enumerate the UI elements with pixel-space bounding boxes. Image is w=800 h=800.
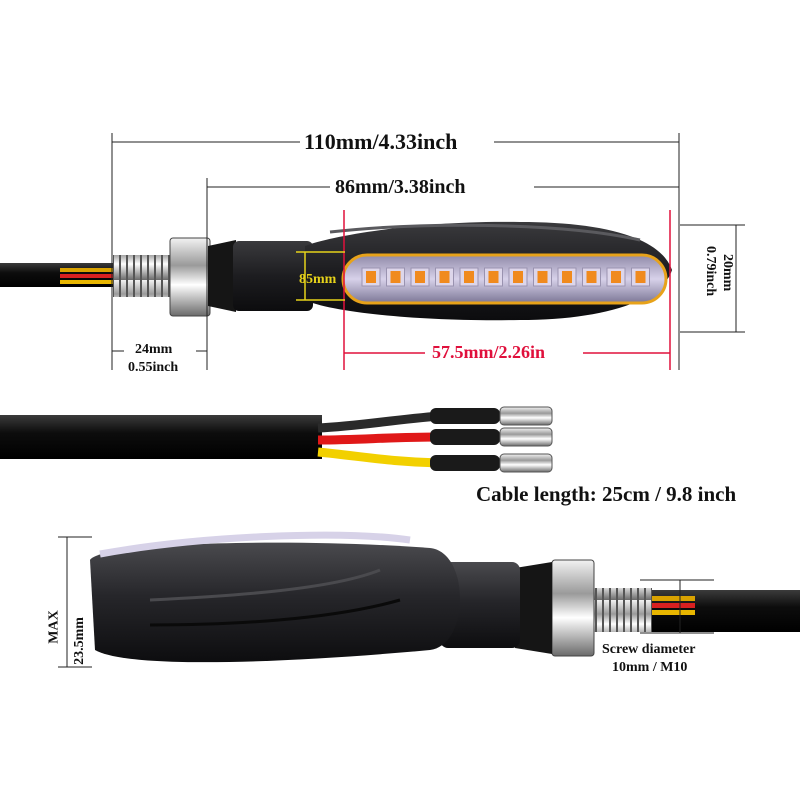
led-emitter xyxy=(366,271,376,283)
bolt-thread xyxy=(113,255,173,297)
side-bolt-thread xyxy=(592,588,652,632)
side-hex-nut xyxy=(551,559,595,657)
led-height-lines xyxy=(296,251,345,301)
led-emitter xyxy=(390,271,401,283)
wire-yellow xyxy=(60,268,125,272)
led-height-label: 85mm xyxy=(299,272,337,287)
thread-length-mm: 24mm xyxy=(135,342,173,357)
led-dimension-lines xyxy=(343,210,671,370)
dimension-lines-side xyxy=(58,536,714,668)
max-height-label: 23.5mm xyxy=(71,617,87,665)
led-strip xyxy=(361,267,650,287)
body-length-label: 86mm/3.38inch xyxy=(335,176,466,198)
harness-sheath xyxy=(0,415,322,459)
base-collar xyxy=(208,240,236,312)
led-emitter xyxy=(488,271,499,283)
max-label: MAX xyxy=(46,610,62,644)
thread-length-in: 0.55inch xyxy=(128,360,179,375)
bullet-connector-sleeve xyxy=(430,429,500,445)
cable-length-label: Cable length: 25cm / 9.8 inch xyxy=(476,482,737,506)
led-emitter xyxy=(537,271,548,283)
led-lens xyxy=(341,253,668,305)
led-emitter xyxy=(464,271,474,283)
led-emitter xyxy=(635,271,646,283)
side-stem xyxy=(440,562,520,648)
housing-ridge xyxy=(329,223,641,242)
width-mm-label: 20mm xyxy=(720,254,735,292)
connector-group xyxy=(430,406,553,473)
led-emitter xyxy=(562,271,572,283)
led-emitter xyxy=(586,271,597,283)
led-emitter xyxy=(439,271,450,283)
screw-diameter-value: 10mm / M10 xyxy=(612,660,688,675)
bullet-connector-tip xyxy=(499,453,553,473)
bullet-connector-sleeve xyxy=(430,408,500,424)
bullet-connector-sleeve xyxy=(430,455,500,471)
width-in-label: 0.79inch xyxy=(703,246,718,297)
turn-signal-top-view xyxy=(0,221,672,321)
turn-signal-side-view xyxy=(90,531,800,663)
side-housing xyxy=(90,542,460,663)
bullet-connector-tip xyxy=(499,427,553,447)
housing-stem xyxy=(233,241,313,311)
total-length-label: 110mm/4.33inch xyxy=(304,129,458,154)
wire-red xyxy=(60,274,125,278)
led-length-label: 57.5mm/2.26in xyxy=(432,342,546,362)
wire-harness xyxy=(0,406,553,473)
hex-nut xyxy=(169,237,211,317)
led-emitter xyxy=(415,271,425,283)
side-lens xyxy=(99,531,411,558)
led-emitter xyxy=(611,271,621,283)
bullet-connector-tip xyxy=(499,406,553,426)
wire-yellow-2 xyxy=(60,280,125,284)
screw-diameter-label: Screw diameter xyxy=(602,642,696,657)
led-emitter xyxy=(513,271,523,283)
dimension-lines-top xyxy=(111,133,745,370)
